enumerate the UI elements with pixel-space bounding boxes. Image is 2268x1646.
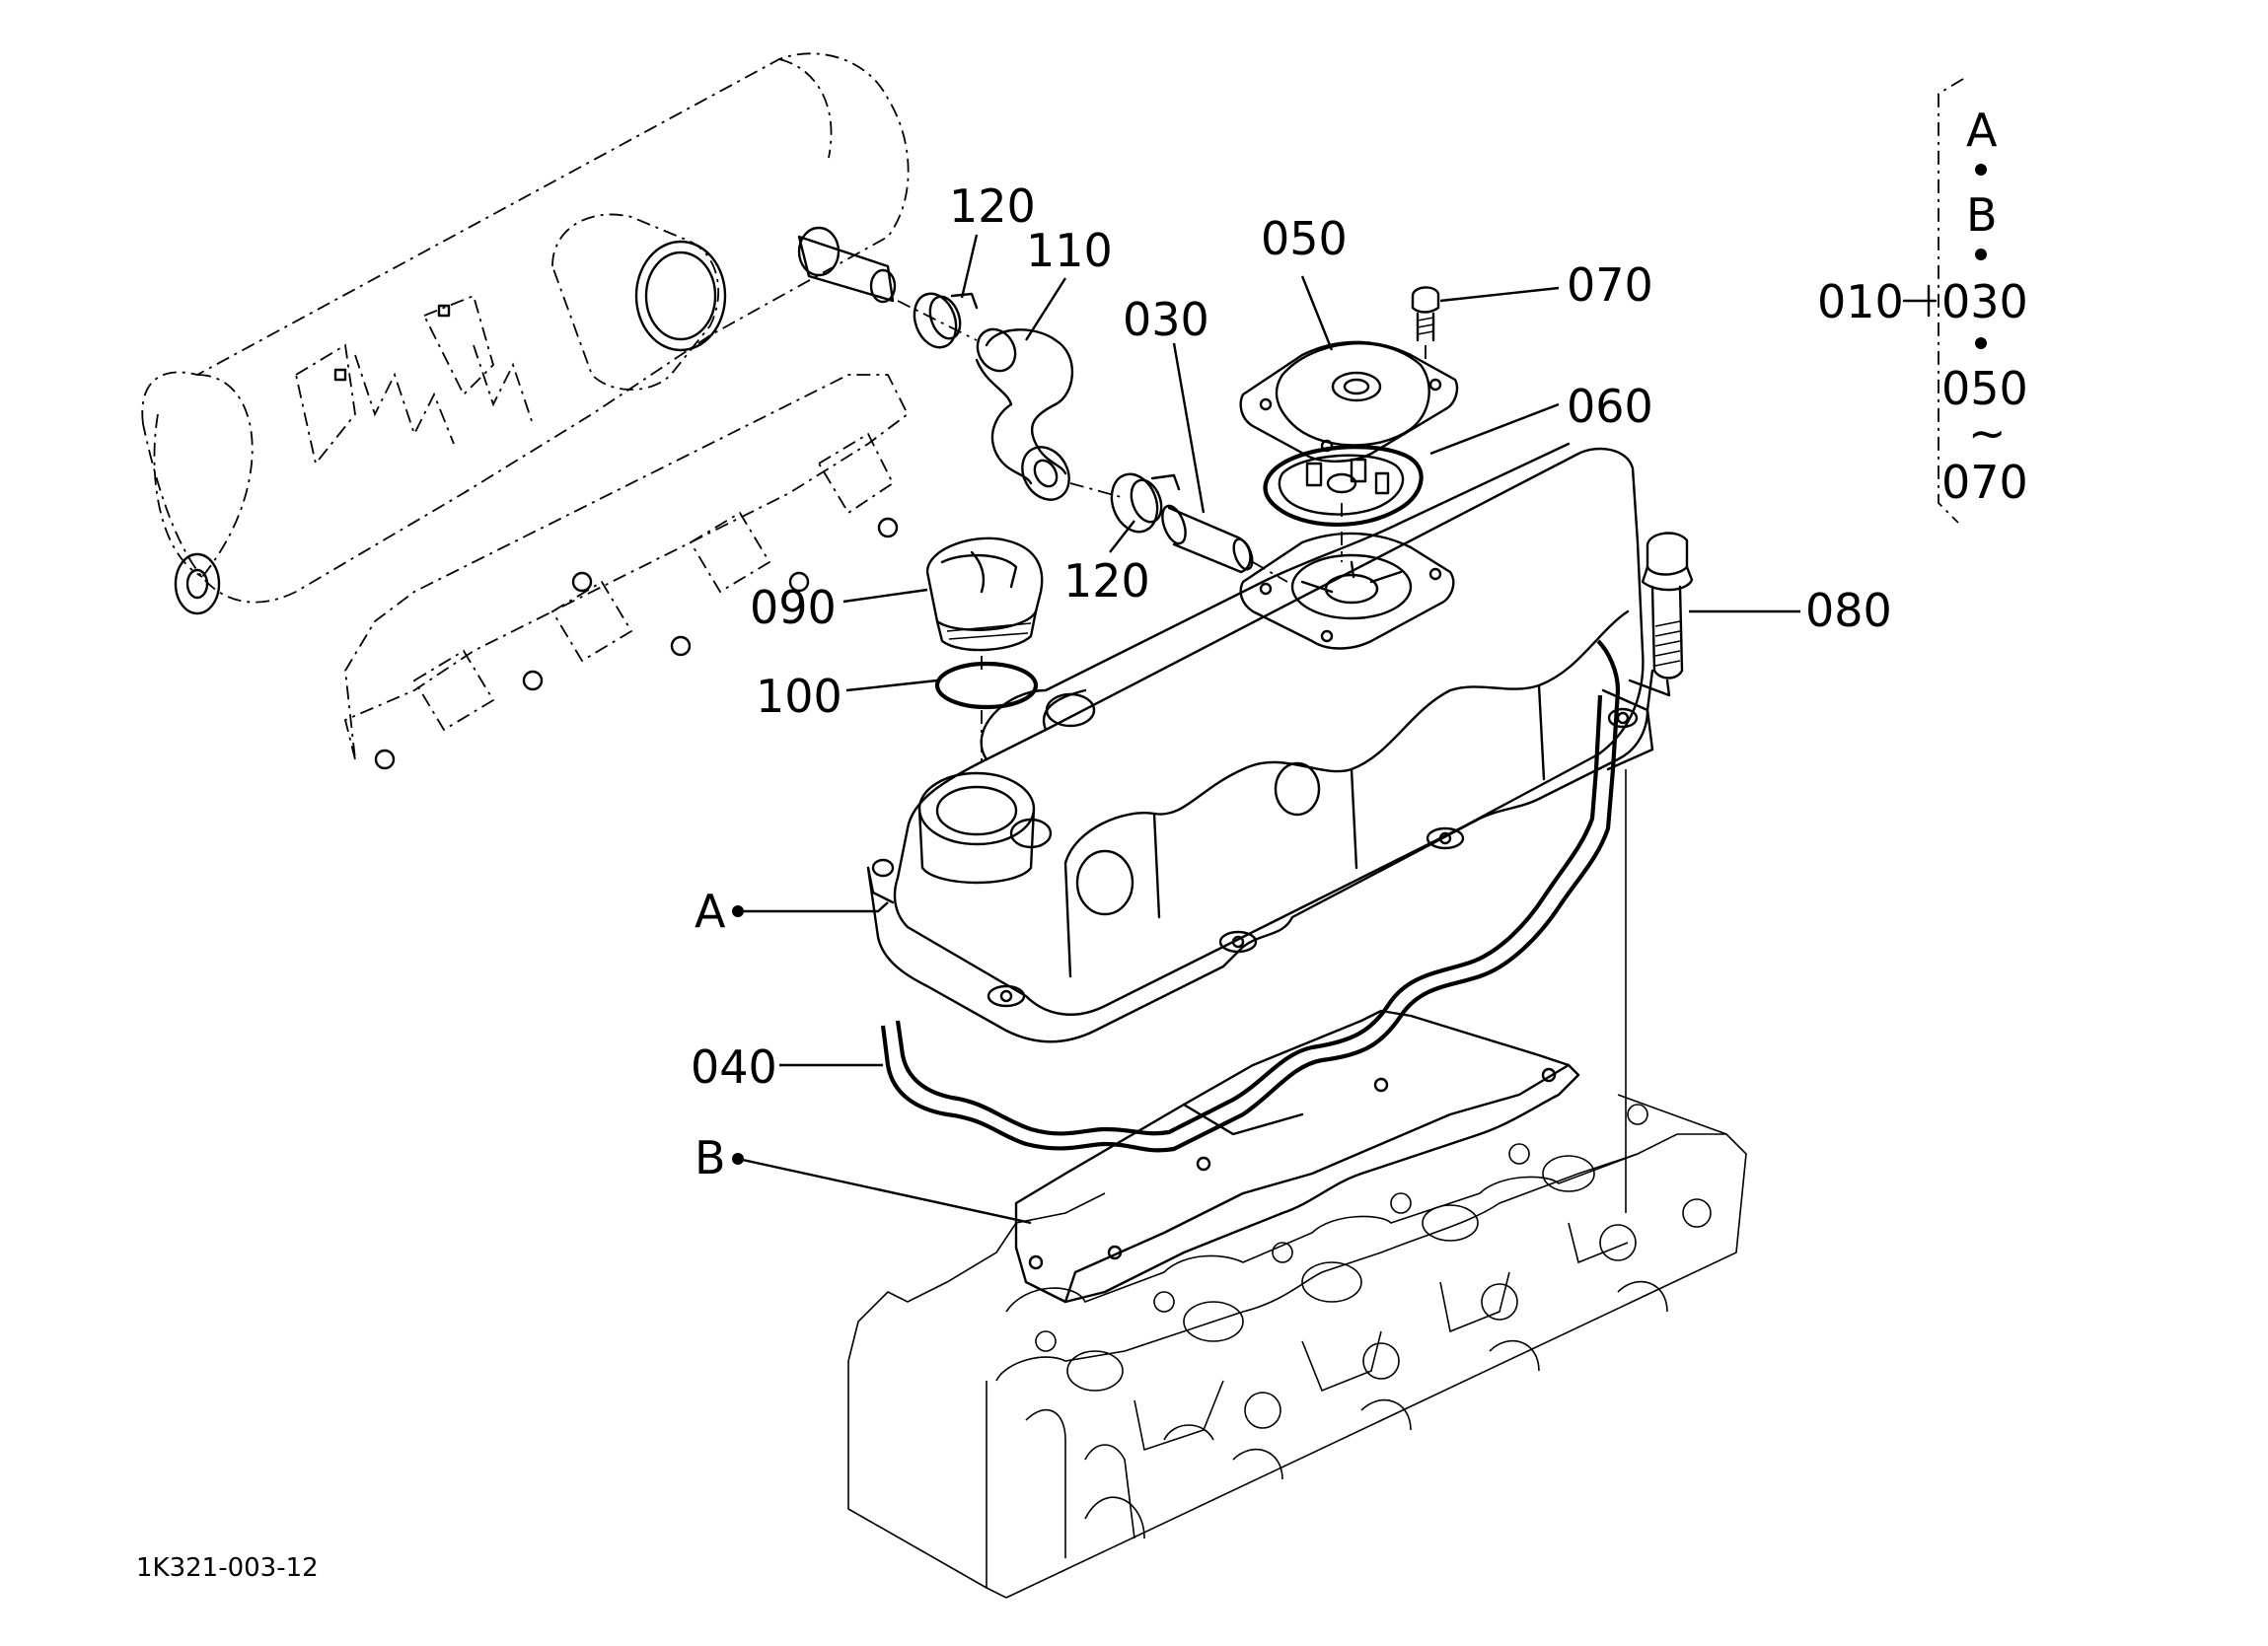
legend-item-b: B — [1966, 188, 1998, 242]
legend-item-a: A — [1966, 104, 1998, 157]
callout-110: 110 — [1026, 224, 1113, 277]
leader-lines — [732, 234, 1800, 1225]
legend-item-030: 030 — [1941, 275, 2028, 328]
assembly-legend-bracket — [1902, 78, 1987, 524]
callout-090: 090 — [750, 581, 837, 634]
legend-item-050: 050 — [1941, 362, 2028, 415]
drawing-code: 1K321-003-12 — [136, 1553, 319, 1583]
cylinder-head-phantom — [847, 1094, 1747, 1599]
breather-cover-assembly — [1239, 286, 1459, 562]
cover-gasket — [880, 639, 1621, 1153]
callout-040: 040 — [691, 1040, 777, 1094]
oil-filler-cap — [925, 537, 1044, 828]
rocker-arm-cover — [866, 442, 1654, 1043]
callout-120-top: 120 — [949, 179, 1036, 233]
callout-080: 080 — [1805, 584, 1892, 637]
intake-manifold-phantom — [141, 52, 910, 770]
callout-050: 050 — [1261, 212, 1348, 265]
callout-120-bottom: 120 — [1063, 554, 1150, 608]
callout-070: 070 — [1567, 258, 1653, 312]
breather-hose-assembly — [897, 292, 1288, 583]
callout-labels: 120 110 030 050 070 060 080 090 120 100 … — [691, 179, 1892, 1184]
callout-b: B — [695, 1131, 726, 1184]
plate-b — [1014, 1009, 1580, 1304]
callout-100: 100 — [756, 670, 842, 723]
legend-range-mark: ~ — [1968, 406, 2007, 460]
callout-060: 060 — [1567, 380, 1653, 433]
assembly-legend: 010 A B 030 050 ~ 070 — [1817, 104, 2028, 509]
legend-group-010: 010 — [1817, 275, 1904, 328]
callout-030: 030 — [1123, 293, 1209, 346]
callout-a: A — [695, 885, 726, 938]
legend-item-070: 070 — [1941, 456, 2028, 509]
bolt-080 — [1625, 532, 1694, 1213]
